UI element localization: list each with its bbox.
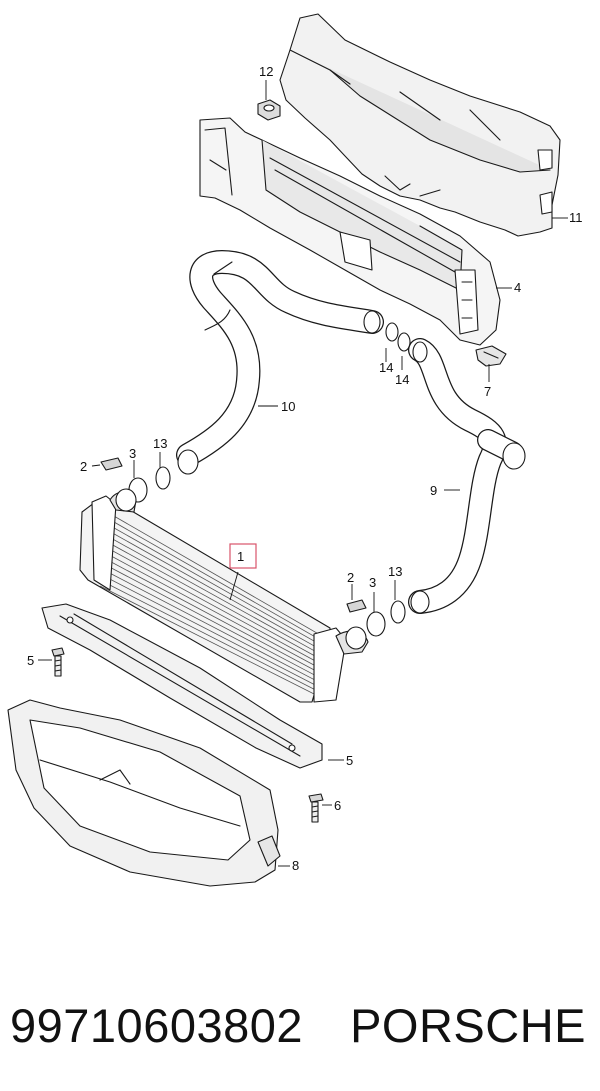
callout-1: 1 [237, 549, 244, 564]
radiator-fin-line [99, 561, 323, 680]
callout-14-b: 14 [395, 372, 409, 387]
screw-part-6 [308, 793, 324, 823]
radiator-fin-line [99, 525, 323, 651]
callout-13-right: 13 [388, 564, 402, 579]
radiator-core-part [79, 488, 369, 703]
support-rail-part [41, 603, 323, 769]
callout-labels: 1 2 2 3 3 4 5 5 6 7 8 9 10 11 12 13 13 1… [27, 64, 583, 873]
radiator-fin-line [99, 567, 323, 685]
callout-4: 4 [514, 280, 521, 295]
radiator-fin-line [99, 513, 323, 642]
callout-7: 7 [484, 384, 491, 399]
o-ring-13-right [390, 600, 406, 624]
pad-part-left [100, 457, 123, 471]
o-ring-14b [397, 332, 411, 352]
callout-3-right: 3 [369, 575, 376, 590]
callout-8: 8 [292, 858, 299, 873]
radiator-fin-line [99, 555, 323, 675]
callout-11: 11 [569, 210, 583, 225]
radiator-fin-line [99, 579, 323, 694]
right-hose-part [408, 338, 526, 614]
o-ring-13-left [155, 466, 171, 490]
radiator-fin-line [99, 507, 323, 637]
left-hose-part [176, 250, 384, 475]
pad-part-right [346, 599, 367, 613]
parts-diagram: 1 2 2 3 3 4 5 5 6 7 8 9 10 11 12 13 13 1… [7, 13, 583, 887]
radiator-fin-line [99, 537, 323, 661]
radiator-fins [99, 507, 323, 699]
callout-5-right: 5 [346, 753, 353, 768]
carrier-bracket-part [199, 117, 501, 346]
callout-2-right: 2 [347, 570, 354, 585]
callout-14-a: 14 [379, 360, 393, 375]
callout-10: 10 [281, 399, 295, 414]
radiator-fin-line [99, 519, 323, 646]
o-ring-14a [385, 322, 399, 342]
radiator-fin-line [99, 543, 323, 665]
radiator-fin-line [99, 531, 323, 656]
highlight-box [229, 543, 257, 569]
brand-name: PORSCHE [350, 998, 586, 1052]
callout-5-left: 5 [27, 653, 34, 668]
callout-12: 12 [259, 64, 273, 79]
callout-13-left: 13 [153, 436, 167, 451]
air-duct-part [7, 699, 281, 887]
part-number: 99710603802 [10, 998, 304, 1052]
product-footer: 99710603802 PORSCHE [0, 975, 600, 1075]
callout-9: 9 [430, 483, 437, 498]
leader-lines [38, 80, 568, 867]
radiator-fin-line [99, 549, 323, 670]
callout-6: 6 [334, 798, 341, 813]
cover-panel-part [279, 13, 561, 237]
radiator-fin-line [99, 585, 323, 699]
screw-part-5 [51, 647, 65, 677]
clamp-ring-3-right [366, 611, 386, 637]
clip-part [475, 345, 507, 367]
callout-3-left: 3 [129, 446, 136, 461]
nut-part [257, 99, 281, 121]
radiator-fin-line [99, 573, 323, 689]
callout-2-left: 2 [80, 459, 87, 474]
